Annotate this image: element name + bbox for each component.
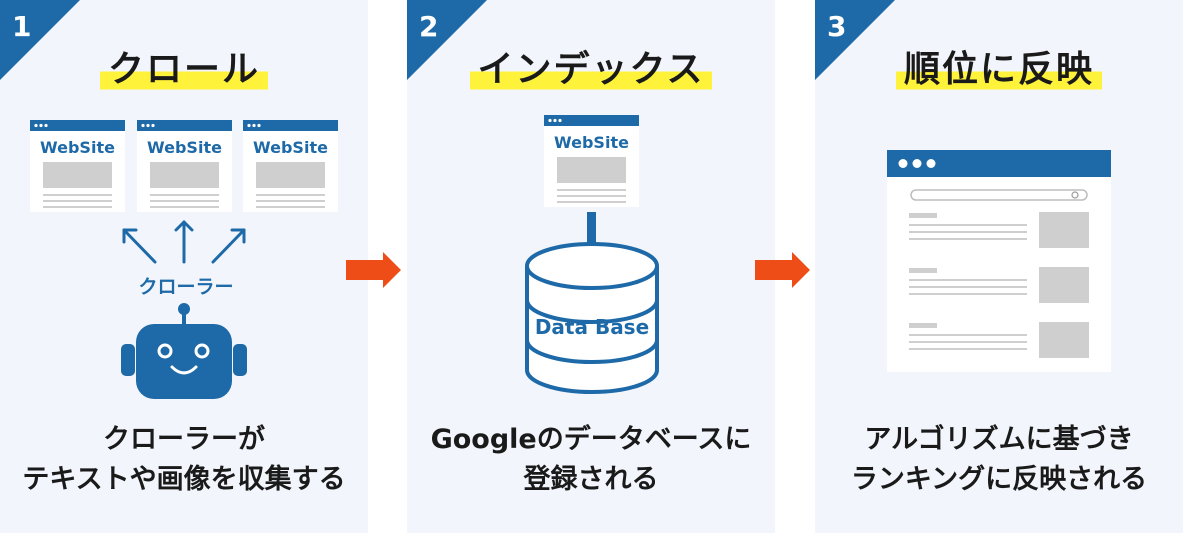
step-caption: クローラーが テキストや画像を収集する — [0, 420, 368, 500]
search-icon — [1071, 191, 1079, 199]
website-label: WebSite — [147, 138, 222, 157]
step-title: クロール — [0, 40, 368, 94]
database-icon — [525, 242, 659, 394]
caption-line: ランキングに反映される — [850, 464, 1148, 495]
caption-line: アルゴリズムに基づき — [864, 424, 1134, 455]
website-label: WebSite — [40, 138, 115, 157]
crawler-label: クローラー — [138, 276, 233, 298]
flow-arrow — [755, 252, 810, 288]
website-label: WebSite — [253, 138, 328, 157]
caption-line: 登録される — [523, 464, 659, 495]
step-panel-crawl: 1 クロール WebSite WebSite WebS — [0, 0, 368, 533]
step-caption: アルゴリズムに基づき ランキングに反映される — [815, 420, 1183, 500]
flow-arrow — [346, 252, 401, 288]
database-label: Data Base — [535, 315, 649, 339]
step-caption: Googleのデータベースに 登録される — [407, 420, 775, 500]
step-corner — [0, 0, 80, 80]
step-number: 3 — [827, 10, 847, 43]
step-title: 順位に反映 — [815, 40, 1183, 94]
crawl-illustration: WebSite WebSite WebSite — [30, 120, 338, 399]
step-panel-ranking: 3 順位に反映 — [815, 0, 1183, 533]
search-results-window — [887, 150, 1111, 372]
caption-line: Googleのデータベースに — [430, 424, 752, 455]
index-illustration: WebSite Data Base — [525, 115, 659, 394]
website-window: WebSite — [243, 120, 338, 212]
website-window: WebSite — [137, 120, 232, 212]
robot-icon — [121, 303, 247, 399]
step-corner — [815, 0, 895, 80]
website-window: WebSite — [544, 115, 639, 207]
ranking-illustration — [887, 150, 1111, 372]
website-label: WebSite — [554, 133, 629, 152]
website-window: WebSite — [30, 120, 125, 212]
step-number: 2 — [419, 10, 439, 43]
crawl-arrows — [122, 220, 246, 264]
step-title: インデックス — [407, 40, 775, 94]
search-bar — [910, 189, 1088, 201]
step-panel-index: 2 インデックス WebSite Data Base Googleのデータベース — [407, 0, 775, 533]
caption-line: テキストや画像を収集する — [22, 464, 346, 495]
caption-line: クローラーが — [103, 424, 265, 455]
step-number: 1 — [12, 10, 32, 43]
